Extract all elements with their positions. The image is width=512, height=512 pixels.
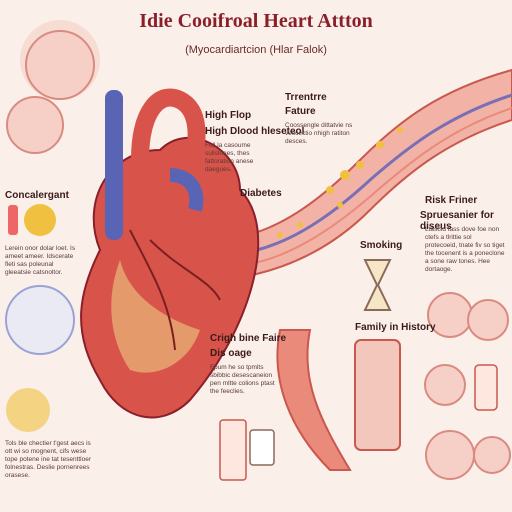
body-icon-circle bbox=[25, 30, 95, 100]
label-concalergant: Concalergant bbox=[5, 190, 69, 201]
right-icon-3 bbox=[424, 364, 466, 406]
bottom-left-text: Tols ble chectier t'gest aecs is ott wi … bbox=[5, 440, 92, 479]
plaque-dots bbox=[277, 127, 403, 238]
high-body-text: Full la casoume sullsloees, thes fattora… bbox=[205, 142, 254, 173]
conc-body-text: Lerein onor dolar loet. Is ameet ameer. … bbox=[5, 245, 76, 276]
right-icon-5 bbox=[473, 436, 511, 474]
pulmonary-vessel bbox=[169, 168, 204, 212]
hourglass-icon bbox=[363, 259, 392, 311]
organ-icon-circle bbox=[6, 96, 64, 154]
artery-tube bbox=[149, 68, 512, 283]
label-high-blood: High Dlood hleseteol bbox=[205, 126, 305, 137]
right-icon-2 bbox=[467, 299, 509, 341]
crigh-body-text: Fpum he so tpmlts sbibbic desescaneion p… bbox=[210, 364, 275, 395]
label-smoking: Smoking bbox=[360, 240, 403, 251]
coronary-arteries bbox=[129, 229, 221, 351]
label-spruesanier: Spruesanier for diseus bbox=[420, 210, 494, 232]
risk-body-text: Ltastsd tass dove foe non ctefs a tlritt… bbox=[425, 226, 505, 273]
label-family-history: Family in History bbox=[355, 322, 436, 333]
heart-fat-patch bbox=[111, 260, 200, 373]
label-disoage: Dis oage bbox=[210, 348, 252, 359]
label-trentre: Trrentrre bbox=[285, 92, 327, 103]
label-diabetes: Diabetes bbox=[240, 188, 282, 199]
trentre-body-text: Coossengle dittatvie ns vescectio nhigh … bbox=[285, 122, 353, 145]
family-panel bbox=[354, 339, 401, 451]
beaker-icon bbox=[219, 419, 247, 481]
device-icon bbox=[249, 429, 275, 466]
lower-artery bbox=[276, 329, 352, 471]
vena-cava bbox=[105, 90, 123, 240]
label-crigh: Crigh bine Faire bbox=[210, 333, 287, 344]
page-subtitle: (Myocardiartcion (Hlar Falok) bbox=[185, 44, 327, 56]
page-title: Idie Cooifroal Heart Attton bbox=[139, 10, 373, 32]
label-fature: Fature bbox=[285, 106, 316, 117]
right-icon-4 bbox=[425, 430, 475, 480]
test-tube-icon bbox=[8, 205, 18, 235]
cheese-icon bbox=[24, 204, 56, 236]
aorta-arch bbox=[131, 88, 206, 173]
pill-icon bbox=[6, 388, 50, 432]
label-high-flop: High Flop bbox=[205, 110, 252, 121]
label-risk: Risk Friner bbox=[425, 195, 478, 206]
right-tube-icon bbox=[474, 364, 498, 411]
device-icon-circle bbox=[5, 285, 75, 355]
